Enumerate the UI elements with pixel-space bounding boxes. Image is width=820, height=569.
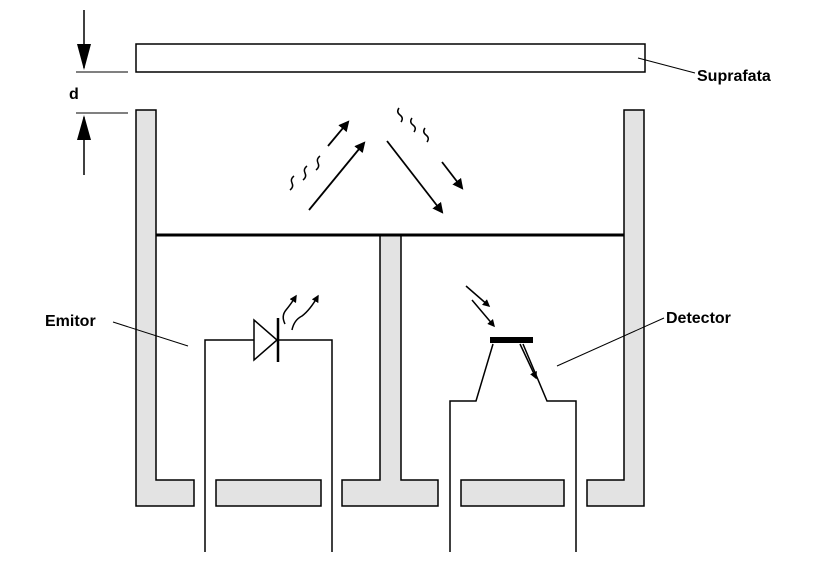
housing-center-divider [341,234,439,507]
housing-bottom-segment-left [215,479,322,507]
surface-label: Suprafata [697,68,771,85]
housing-right-wall [586,109,645,507]
detector-label: Detector [666,310,731,327]
detector-leader-line [556,317,665,367]
surface-leader-line [637,57,696,74]
distance-indicator [76,10,128,175]
housing-bottom-segment-right [460,479,565,507]
distance-label: d [69,86,79,103]
detector-leads [449,343,577,552]
emitter-label: Emitor [45,313,96,330]
emitter-leader-line [112,321,189,347]
housing-left-wall [135,109,195,507]
wavy-light-icon [396,107,430,143]
phototransistor-icon [465,285,537,380]
emitted-light-arrow [308,120,366,211]
wavy-light-icon [289,155,321,191]
emitter-leads [204,339,333,552]
reflected-light-arrow [386,140,464,214]
led-diode-icon [253,294,319,362]
surface-plate [135,43,646,73]
